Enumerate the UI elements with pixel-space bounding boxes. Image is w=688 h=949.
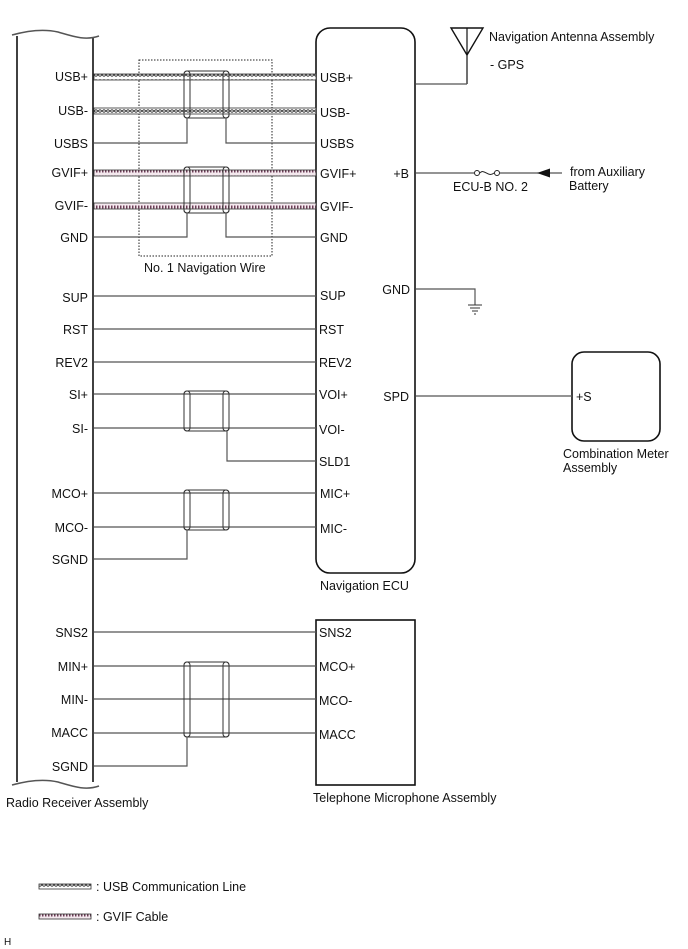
power-source-label-1: from Auxiliary (570, 165, 646, 179)
pin-label: SGND (52, 553, 88, 567)
usb-shield (94, 70, 316, 144)
pin-label: MIN+ (58, 660, 88, 674)
pin-label: MCO- (55, 521, 88, 535)
fuse-icon (474, 170, 500, 176)
pin-label: USB+ (55, 70, 88, 84)
pin-label: VOI- (319, 423, 345, 437)
radio-receiver-assembly (11, 29, 100, 789)
navigation-ecu-box (315, 27, 416, 574)
pin-label: MACC (319, 728, 356, 742)
pin-label: SI- (72, 422, 88, 436)
navigation-ecu-left-pins: USB+ USB- USBS GVIF+ GVIF- GND SUP RST R… (319, 71, 356, 536)
usb-plus-line (93, 73, 317, 81)
navigation-ecu-right-pins: +B GND SPD (382, 167, 410, 404)
antenna-sublabel: - GPS (490, 58, 524, 72)
pin-label: SPD (383, 390, 409, 404)
pin-label: GVIF+ (320, 167, 356, 181)
pin-label: MCO- (319, 694, 352, 708)
power-source-label-2: Battery (569, 179, 609, 193)
pin-label: MIN- (61, 693, 88, 707)
arrow-icon (537, 168, 550, 178)
fuse-label: ECU-B NO. 2 (453, 180, 528, 194)
pin-label: VOI+ (319, 388, 348, 402)
footer-mark: H (4, 937, 11, 948)
pin-label: GND (60, 231, 88, 245)
combination-meter-label-2: Assembly (563, 461, 618, 475)
pin-label: MCO+ (319, 660, 355, 674)
pin-label: RST (63, 323, 88, 337)
telephone-microphone-box (315, 619, 416, 786)
gvif-plus-line (93, 169, 317, 177)
voi-shield (183, 390, 316, 462)
combination-meter-label-1: Combination Meter (563, 447, 669, 461)
ground-icon (416, 288, 482, 315)
pin-label: SI+ (69, 388, 88, 402)
pin-label: REV2 (55, 356, 88, 370)
pin-label: MIC+ (320, 487, 350, 501)
pin-label: GVIF+ (52, 166, 88, 180)
pin-label: MACC (51, 726, 88, 740)
pin-label: +B (393, 167, 409, 181)
pin-label: MCO+ (52, 487, 88, 501)
pin-label: USBS (320, 137, 354, 151)
pin-label: USB- (320, 106, 350, 120)
mic-shield (94, 489, 230, 560)
pin-label: SGND (52, 760, 88, 774)
pin-label: RST (319, 323, 344, 337)
pin-label: GVIF- (55, 199, 88, 213)
telephone-mic-shield (94, 661, 230, 767)
pin-label: REV2 (319, 356, 352, 370)
pin-label: GND (320, 231, 348, 245)
pin-label: SNS2 (319, 626, 352, 640)
pin-label: USBS (54, 137, 88, 151)
torn-edge-bottom (11, 779, 100, 789)
pin-label: GVIF- (320, 200, 353, 214)
navigation-wire-boundary (138, 59, 273, 257)
usb-minus-line (93, 107, 317, 115)
pin-label: +S (576, 390, 592, 404)
radio-receiver-label: Radio Receiver Assembly (6, 796, 149, 810)
pin-label: SUP (62, 291, 88, 305)
torn-edge-top (11, 29, 100, 39)
pin-label: USB- (58, 104, 88, 118)
navigation-ecu-label: Navigation ECU (320, 579, 409, 593)
pin-label: MIC- (320, 522, 347, 536)
radio-receiver-pins: USB+ USB- USBS GVIF+ GVIF- GND SUP RST R… (51, 70, 88, 774)
legend-usb-swatch (38, 883, 92, 890)
antenna-label: Navigation Antenna Assembly (489, 30, 655, 44)
pin-label: SLD1 (319, 455, 350, 469)
pin-label: SNS2 (55, 626, 88, 640)
power-line (416, 168, 562, 178)
telephone-mic-pins: SNS2 MCO+ MCO- MACC (319, 626, 356, 742)
pin-label: USB+ (320, 71, 353, 85)
legend-gvif-label: : GVIF Cable (96, 910, 168, 924)
navigation-wire-label: No. 1 Navigation Wire (144, 261, 266, 275)
pin-label: GND (382, 283, 410, 297)
antenna-icon (416, 27, 485, 85)
telephone-mic-label: Telephone Microphone Assembly (313, 791, 497, 805)
pin-label: SUP (320, 289, 346, 303)
legend-gvif-swatch (38, 913, 92, 920)
gvif-minus-line (93, 202, 317, 210)
gvif-shield (94, 166, 316, 238)
legend-usb-label: : USB Communication Line (96, 880, 246, 894)
